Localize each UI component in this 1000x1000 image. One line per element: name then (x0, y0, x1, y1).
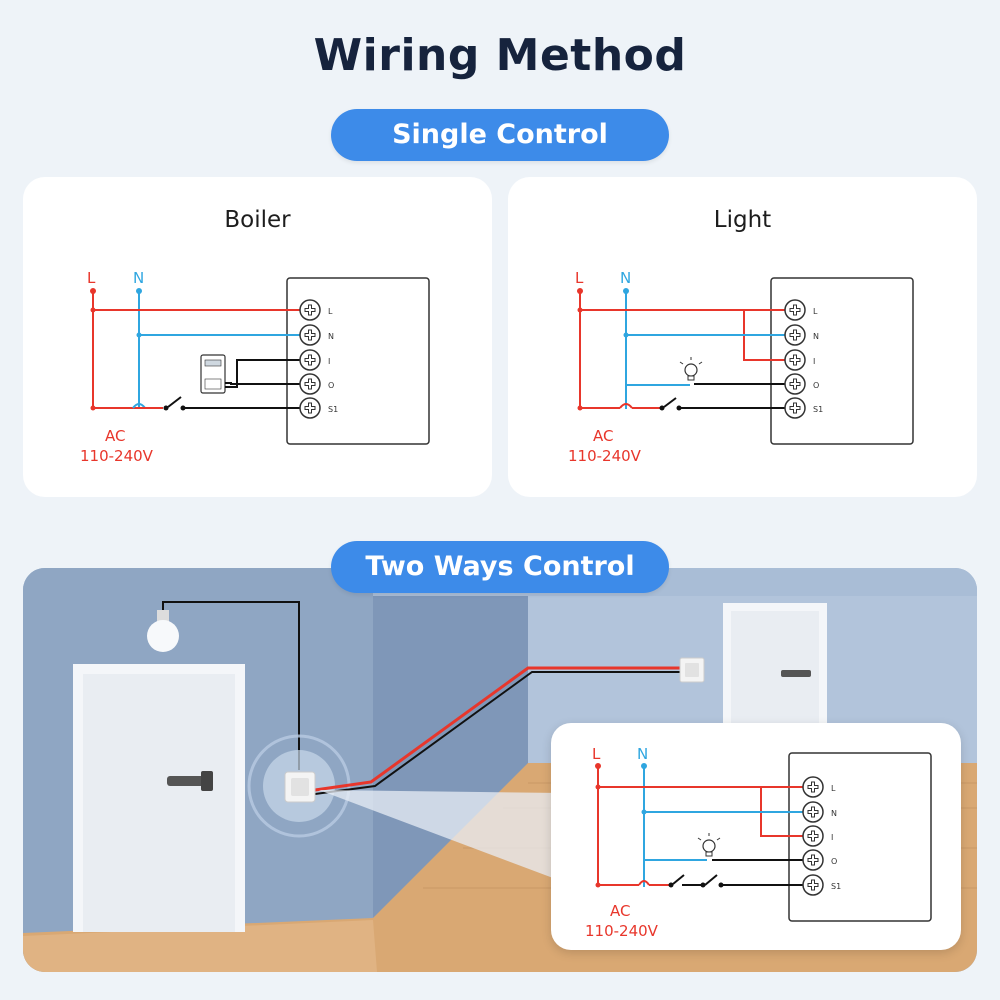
light-wiring-diagram: L N (568, 269, 914, 465)
terminal-screw-icon (784, 299, 806, 419)
terminal-label: O (831, 857, 837, 866)
two-ways-wiring-inset: L N (551, 723, 961, 950)
terminal-label: I (813, 357, 815, 366)
wall-switch-icon (284, 771, 316, 803)
terminal-label: I (831, 833, 833, 842)
switch-icon (163, 396, 186, 411)
light-bulb-icon (679, 357, 703, 381)
page-title: Wiring Method (313, 30, 687, 81)
single-control-badge: Single Control (331, 109, 669, 161)
switch-icon (659, 397, 682, 411)
line-label: L (592, 745, 601, 763)
boiler-card: Boiler L N (23, 177, 492, 497)
terminal-label: L (328, 307, 333, 316)
terminal-label: S1 (831, 882, 841, 891)
terminal-label: L (831, 784, 836, 793)
two-ways-wiring-diagram: L N (585, 745, 932, 940)
switch-icon (668, 874, 724, 888)
terminal-label: L (813, 307, 818, 316)
terminal-label: N (813, 332, 819, 341)
terminal-label: N (831, 809, 837, 818)
terminal-label: O (328, 381, 334, 390)
terminal-label: S1 (328, 405, 338, 414)
voltage-label: 110-240V (585, 922, 659, 940)
neutral-label: N (620, 269, 631, 287)
ac-label: AC (593, 427, 613, 445)
terminal-label: O (813, 381, 819, 390)
two-ways-control-badge: Two Ways Control (331, 541, 669, 593)
line-label: L (87, 269, 96, 287)
neutral-label: N (637, 745, 648, 763)
line-label: L (575, 269, 584, 287)
terminal-label: I (328, 357, 330, 366)
light-card: Light L N (508, 177, 977, 497)
voltage-label: 110-240V (80, 447, 154, 465)
light-bulb-icon (697, 833, 721, 857)
light-bulb-icon (147, 610, 179, 652)
terminal-screw-icon (299, 299, 321, 419)
neutral-label: N (133, 269, 144, 287)
wall-switch-icon (679, 657, 705, 683)
ac-label: AC (610, 902, 630, 920)
voltage-label: 110-240V (568, 447, 642, 465)
ac-label: AC (105, 427, 125, 445)
boiler-title: Boiler (224, 207, 291, 233)
terminal-screw-icon (802, 776, 824, 896)
terminal-label: N (328, 332, 334, 341)
boiler-icon (200, 354, 226, 394)
light-title: Light (713, 207, 772, 233)
door-icon (73, 664, 245, 932)
terminal-label: S1 (813, 405, 823, 414)
boiler-wiring-diagram: L N (80, 269, 430, 465)
